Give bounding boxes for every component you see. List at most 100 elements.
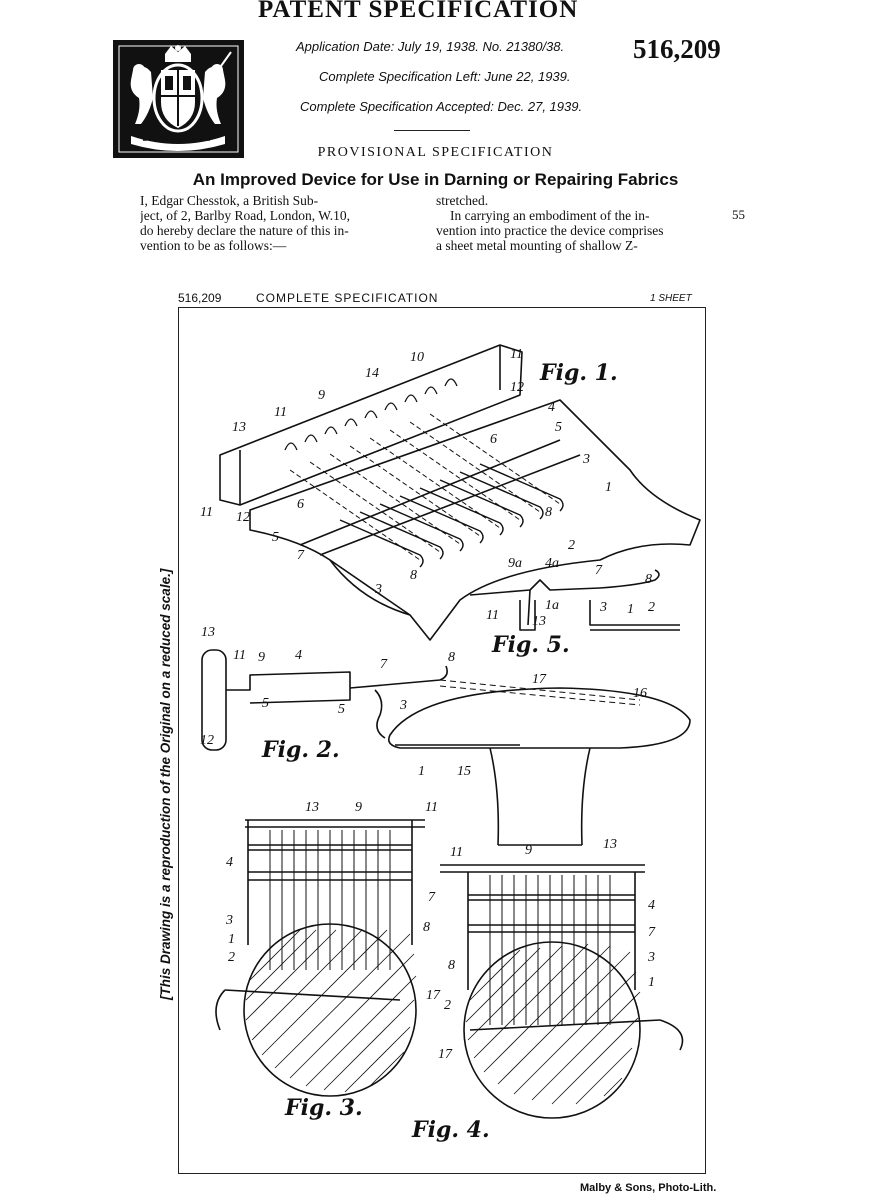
ref-numeral: 2	[228, 950, 235, 965]
ref-numeral: 9	[318, 388, 325, 403]
fig5-label: Fig. 5.	[492, 632, 570, 658]
ref-numeral: 17	[532, 672, 546, 687]
ref-numeral: 10	[410, 350, 424, 365]
ref-numeral: 11	[486, 608, 499, 623]
ref-numeral: 6	[490, 432, 497, 447]
ref-numeral: 3	[400, 698, 407, 713]
ref-numeral: 14	[365, 366, 379, 381]
ref-numeral: 16	[633, 686, 647, 701]
fig1-label: Fig. 1.	[540, 360, 618, 386]
ref-numeral: 1a	[545, 598, 559, 613]
ref-numeral: 4	[548, 400, 555, 415]
left-line: do hereby declare the nature of this in-	[140, 223, 349, 238]
ref-numeral: 9a	[508, 556, 522, 571]
fig3-drawing	[215, 819, 425, 1097]
fig3-label: Fig. 3.	[285, 1095, 363, 1121]
ref-numeral: 1	[418, 764, 425, 779]
ref-numeral: 13	[201, 625, 215, 640]
left-line: I, Edgar Chesstok, a British Sub-	[140, 193, 319, 208]
ref-numeral: 11	[425, 800, 438, 815]
right-text-column: stretched. In carrying an embodiment of …	[436, 193, 728, 253]
fig1-drawing	[219, 344, 701, 641]
ref-numeral: 13	[232, 420, 246, 435]
complete-spec-left: Complete Specification Left: June 22, 19…	[319, 69, 571, 84]
patent-number: 516,209	[633, 34, 721, 64]
ref-numeral: 8	[545, 505, 552, 520]
ref-numeral: 5	[338, 702, 345, 717]
ref-numeral: 3	[583, 452, 590, 467]
ref-numeral: 2	[444, 998, 451, 1013]
ref-numeral: 11	[450, 845, 463, 860]
ref-numeral: 15	[457, 764, 471, 779]
ref-numeral: 1	[648, 975, 655, 990]
drawing-frame	[178, 307, 706, 1174]
royal-coat-of-arms-icon	[113, 40, 244, 158]
ref-numeral: 9	[525, 843, 532, 858]
invention-title: An Improved Device for Use in Darning or…	[192, 170, 679, 189]
ref-numeral: 17	[426, 988, 440, 1003]
ref-numeral: 11	[200, 505, 213, 520]
ref-numeral: 9	[258, 650, 265, 665]
fig4-label: Fig. 4.	[412, 1117, 490, 1143]
ref-numeral: 8	[423, 920, 430, 935]
fig4-hatching	[465, 943, 641, 1105]
right-line: In carrying an embodiment of the in-	[450, 208, 650, 223]
ref-numeral: 8	[645, 572, 652, 587]
ref-numeral: 3	[226, 913, 233, 928]
ref-numeral: 3	[375, 582, 382, 597]
ref-numeral: 4a	[545, 556, 559, 571]
ref-numeral: 1	[605, 480, 612, 495]
complete-spec-accepted: Complete Specification Accepted: Dec. 27…	[300, 99, 583, 114]
ref-numeral: 2	[568, 538, 575, 553]
ref-numeral: 9	[355, 800, 362, 815]
ref-numeral: 1	[228, 932, 235, 947]
sheet-count: 1 SHEET	[650, 293, 692, 304]
ref-numeral: 13	[532, 614, 546, 629]
ref-numeral: 6	[297, 497, 304, 512]
fig2-label: Fig. 2.	[262, 737, 340, 763]
fig3-hatching	[245, 929, 417, 1093]
ref-numeral: 3	[648, 950, 655, 965]
fig2-drawing	[201, 649, 691, 846]
sheet-patent-number: 516,209	[178, 291, 222, 305]
ref-numeral: 17	[438, 1047, 452, 1062]
ref-numeral: 8	[448, 958, 455, 973]
ref-numeral: 1	[627, 602, 634, 617]
ref-numeral: 3	[600, 600, 607, 615]
ref-numeral: 8	[410, 568, 417, 583]
document-title: PATENT SPECIFICATION	[258, 0, 579, 23]
ref-numeral: 12	[236, 510, 250, 525]
application-date: Application Date: July 19, 1938. No. 213…	[296, 39, 565, 54]
ref-numeral: 7	[595, 563, 602, 578]
ref-numeral: 12	[510, 380, 524, 395]
ref-numeral: 11	[274, 405, 287, 420]
ref-numeral: 5	[555, 420, 562, 435]
fig4-drawing	[440, 864, 684, 1119]
line-number: 55	[732, 207, 745, 222]
left-line: ject, of 2, Barlby Road, London, W.10,	[140, 208, 350, 223]
ref-numeral: 11	[233, 648, 246, 663]
ref-numeral: 7	[297, 548, 304, 563]
left-text-column: I, Edgar Chesstok, a British Sub- ject, …	[140, 193, 430, 253]
ref-numeral: 12	[200, 733, 214, 748]
ref-numeral: 2	[648, 600, 655, 615]
ref-numeral: 7	[428, 890, 435, 905]
printer-credit: Malby & Sons, Photo-Lith.	[580, 1182, 717, 1194]
right-line: a sheet metal mounting of shallow Z-	[436, 238, 638, 253]
ref-numeral: 4	[295, 648, 302, 663]
ref-numeral: 5	[272, 530, 279, 545]
ref-numeral: 5	[262, 696, 269, 711]
ref-numeral: 13	[603, 837, 617, 852]
left-line: vention to be as follows:—	[140, 238, 287, 253]
sheet-label: COMPLETE SPECIFICATION	[256, 291, 439, 305]
ref-numeral: 11	[510, 347, 523, 362]
ref-numeral: 7	[380, 657, 387, 672]
right-line: vention into practice the device compris…	[436, 223, 664, 238]
ref-numeral: 4	[226, 855, 233, 870]
header-divider	[394, 130, 470, 131]
ref-numeral: 13	[305, 800, 319, 815]
right-line: stretched.	[436, 193, 489, 208]
ref-numeral: 4	[648, 898, 655, 913]
ref-numeral: 7	[648, 925, 655, 940]
